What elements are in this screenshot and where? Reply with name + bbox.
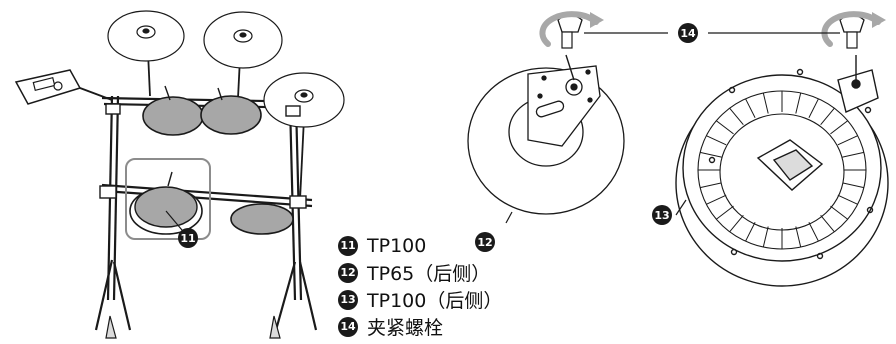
rack-foot <box>105 315 117 339</box>
callout-11-label: 11 <box>180 232 195 245</box>
tom-pad-right <box>200 87 262 135</box>
pad-rib <box>837 135 858 146</box>
rack-clamp <box>99 103 307 209</box>
callout-13-label: 13 <box>654 209 669 222</box>
pad-rib <box>808 222 819 242</box>
snare-pad-tp100 <box>129 171 203 235</box>
pad-rib <box>762 226 769 248</box>
pad-rib <box>762 92 769 114</box>
pad-rib <box>716 120 734 135</box>
legend-item-13: 13 TP100（后侧） <box>338 286 502 313</box>
callout-12-label: 12 <box>477 236 492 249</box>
legend-number-badge: 11 <box>338 235 358 256</box>
pad-rib <box>842 151 865 158</box>
rotate-arrow-icon <box>539 11 599 47</box>
tom-pad-left <box>142 85 204 136</box>
tp65-rear-pad <box>467 54 625 224</box>
pad-rib <box>706 194 727 205</box>
pad-ribs <box>698 91 866 249</box>
pad-rib <box>699 151 722 158</box>
pad-rib <box>808 98 819 118</box>
pad-rib <box>716 205 734 220</box>
pad-rib <box>842 182 865 189</box>
pad-rib <box>729 215 744 233</box>
pad-rib <box>820 215 835 233</box>
pad-rib <box>699 182 722 189</box>
legend: 11 TP100 12 TP65（后侧） 13 TP100（后侧） 14 夹紧螺… <box>338 232 502 340</box>
callout-14: 14 <box>584 23 840 43</box>
clamp-bolt-left <box>539 11 604 49</box>
callout-14-label: 14 <box>680 27 696 40</box>
pad-rib <box>706 135 727 146</box>
legend-number-badge: 14 <box>338 316 358 337</box>
pad-rib <box>795 92 802 114</box>
pad-rib <box>729 107 744 125</box>
tp100-rear-pad <box>675 55 889 287</box>
rotate-arrow-icon <box>821 11 881 47</box>
pad-rib <box>837 194 858 205</box>
rack-foot <box>269 315 281 339</box>
callout-13: 13 <box>652 205 672 225</box>
cymbal-left <box>107 10 185 62</box>
pad-rib <box>830 205 848 220</box>
pad-rib <box>830 120 848 135</box>
cymbal-right <box>203 11 283 69</box>
tom-pad-floor <box>230 203 294 235</box>
callout-11: 11 <box>178 228 198 248</box>
legend-item-label: TP65（后侧） <box>367 263 491 285</box>
highlight-box <box>125 158 211 240</box>
clamp-bolt-right <box>821 11 886 49</box>
legend-item-12: 12 TP65（后侧） <box>338 259 502 286</box>
cymbal-ride <box>263 72 345 128</box>
legend-item-11: 11 TP100 <box>338 232 502 259</box>
legend-item-label: TP100（后侧） <box>367 290 503 312</box>
pad-rib <box>795 226 802 248</box>
legend-item-label: 夹紧螺栓 <box>367 317 444 339</box>
drum-module <box>14 69 113 105</box>
pad-rib <box>745 98 756 118</box>
pad-rib <box>820 107 835 125</box>
legend-number-badge: 12 <box>338 262 358 283</box>
legend-item-label: TP100 <box>367 234 427 257</box>
pad-rib <box>745 222 756 242</box>
drum-kit-illustration <box>14 10 345 339</box>
callout-12: 12 <box>475 232 495 252</box>
legend-number-badge: 13 <box>338 289 358 310</box>
legend-item-14: 14 夹紧螺栓 <box>338 313 502 340</box>
